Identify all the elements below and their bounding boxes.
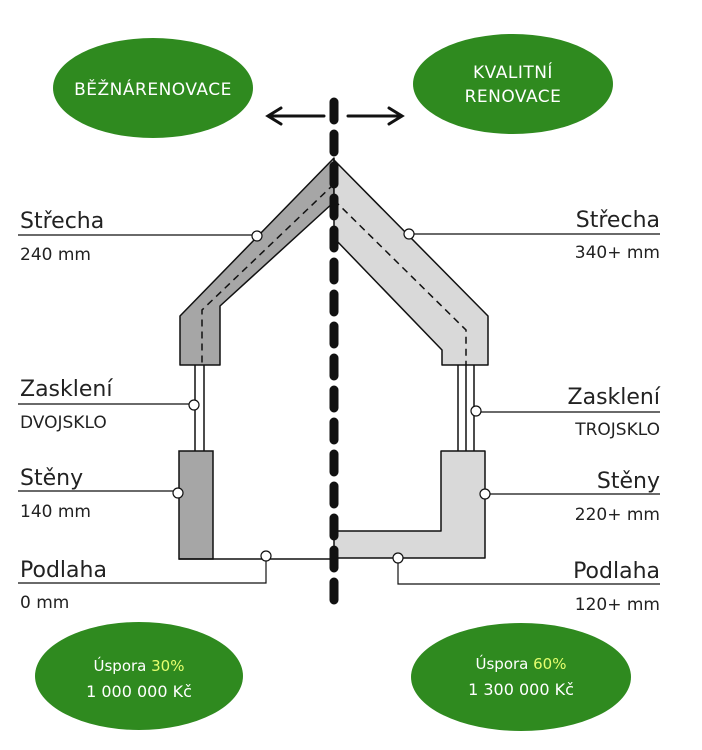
leader-floor-right: [397, 563, 660, 585]
labels-left: Střecha 240 mm Zasklení DVOJSKLO Stěny 1…: [20, 209, 113, 613]
badge-savings-quality: Úspora 60% 1 300 000 Kč: [411, 623, 631, 731]
badge-standard-renovation-shape: [53, 38, 253, 138]
label-roof-right: Střecha: [576, 208, 660, 233]
arrow-left-head: [265, 106, 283, 126]
badge-savings-standard-line1: Úspora 30%: [94, 656, 185, 675]
value-glazing-right: TROJSKLO: [574, 420, 660, 440]
label-glazing-right: Zasklení: [568, 385, 661, 410]
wall-floor-insulation-quality: [333, 450, 486, 559]
badge-savings-quality-line1: Úspora 60%: [476, 654, 567, 673]
marker-floor-left: [260, 550, 272, 562]
marker-glazing-right: [470, 405, 482, 417]
value-roof-right: 340+ mm: [575, 243, 660, 263]
label-glazing-left: Zasklení: [20, 377, 113, 402]
badge-standard-renovation: BĚŽNÁRENOVACE: [53, 38, 253, 138]
badge-quality-renovation-text-line2: RENOVACE: [465, 87, 562, 107]
wall-insulation-standard: [178, 450, 214, 560]
label-walls-right: Stěny: [597, 469, 660, 494]
value-glazing-left: DVOJSKLO: [20, 413, 107, 433]
label-walls-left: Stěny: [20, 466, 83, 491]
label-floor-right: Podlaha: [573, 559, 660, 584]
marker-roof-right: [403, 228, 415, 240]
badge-savings-standard-cost: 1 000 000 Kč: [86, 682, 192, 701]
savings-standard-prefix: Úspora: [94, 656, 152, 675]
roof-dashed-line-quality: [333, 199, 467, 365]
badge-savings-quality-shape: [411, 623, 631, 731]
savings-quality-percent: 60%: [533, 655, 566, 673]
value-floor-right: 120+ mm: [575, 595, 660, 615]
value-walls-right: 220+ mm: [575, 505, 660, 525]
badge-standard-renovation-text: BĚŽNÁRENOVACE: [74, 78, 232, 100]
marker-floor-right: [392, 552, 404, 564]
roof-insulation-quality: [333, 159, 489, 366]
arrow-right-head: [387, 106, 405, 126]
marker-walls-right: [479, 488, 491, 500]
label-roof-left: Střecha: [20, 209, 104, 234]
value-walls-left: 140 mm: [20, 502, 91, 522]
callouts-right: [392, 228, 660, 585]
direction-arrow: [265, 106, 405, 126]
roof-insulation-standard: [179, 157, 335, 366]
house-standard: [178, 157, 335, 560]
savings-quality-prefix: Úspora: [476, 654, 534, 673]
badge-savings-standard-shape: [35, 622, 243, 730]
badge-quality-renovation: KVALITNÍ RENOVACE: [413, 34, 613, 134]
marker-walls-left: [172, 487, 184, 499]
marker-roof-left: [251, 230, 263, 242]
roof-dashed-line-standard: [201, 183, 335, 365]
leader-floor-left: [18, 560, 267, 584]
badge-savings-standard: Úspora 30% 1 000 000 Kč: [35, 622, 243, 730]
callouts-left: [18, 230, 272, 584]
house-quality: [333, 159, 489, 559]
badge-quality-renovation-text-line1: KVALITNÍ: [473, 61, 553, 83]
value-floor-left: 0 mm: [20, 593, 69, 613]
badge-savings-quality-cost: 1 300 000 Kč: [468, 680, 574, 699]
badge-quality-renovation-shape: [413, 34, 613, 134]
marker-glazing-left: [188, 399, 200, 411]
value-roof-left: 240 mm: [20, 245, 91, 265]
label-floor-left: Podlaha: [20, 558, 107, 583]
labels-right: Střecha 340+ mm Zasklení TROJSKLO Stěny …: [568, 208, 661, 615]
savings-standard-percent: 30%: [151, 657, 184, 675]
